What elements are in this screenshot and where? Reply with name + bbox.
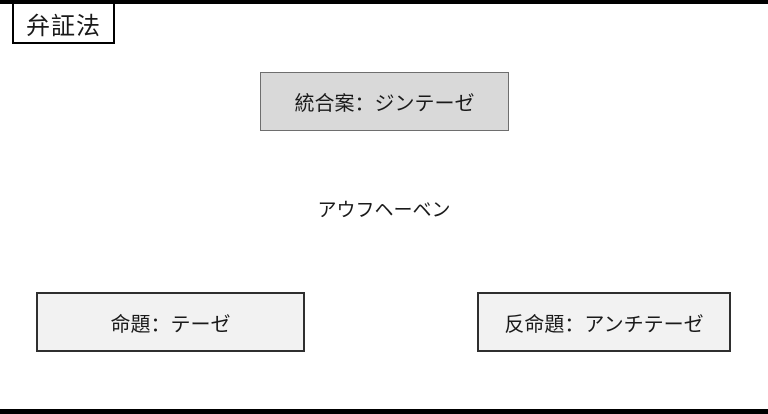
antithesis-box-label: 反命題：アンチテーゼ xyxy=(504,313,704,336)
bottom-edge-bar xyxy=(0,409,768,414)
diagram-title-box: 弁証法 xyxy=(12,2,115,44)
aufheben-label: アウフヘーベン xyxy=(317,199,451,221)
diagram-title: 弁証法 xyxy=(26,12,101,40)
thesis-box-label: 命題：テーゼ xyxy=(110,313,231,336)
aufheben-label-box: アウフヘーベン xyxy=(311,189,457,227)
top-edge-bar xyxy=(0,0,768,4)
thesis-box: 命題：テーゼ xyxy=(36,292,305,352)
synthesis-box: 統合案：ジンテーゼ xyxy=(260,72,509,131)
synthesis-box-label: 統合案：ジンテーゼ xyxy=(294,93,475,115)
antithesis-box: 反命題：アンチテーゼ xyxy=(477,292,731,352)
